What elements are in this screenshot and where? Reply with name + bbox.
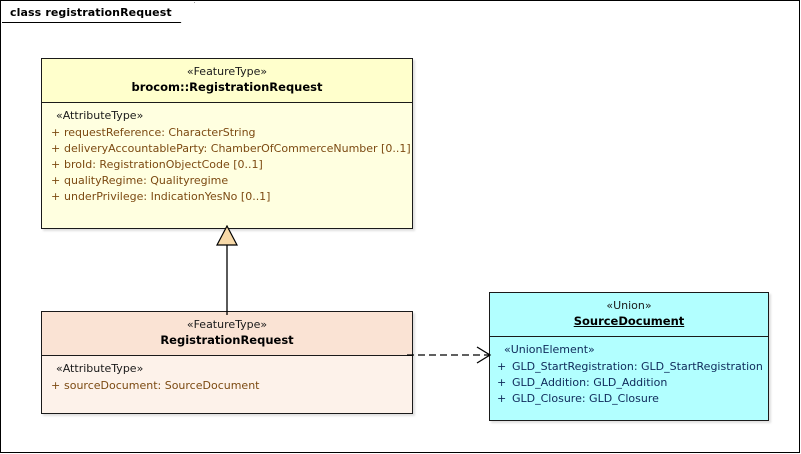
attribute-row: + requestReference: CharacterString: [42, 125, 412, 141]
attribute-visibility: +: [51, 142, 61, 156]
attribute-signature: GLD_StartRegistration: GLD_StartRegistra…: [512, 360, 763, 374]
attribute-row: + GLD_Addition: GLD_Addition: [490, 375, 768, 391]
class-stereotype: «FeatureType»: [186, 318, 268, 331]
generalization-connector[interactable]: [197, 225, 257, 315]
class-name: SourceDocument: [573, 313, 685, 328]
attribute-visibility: +: [497, 376, 507, 390]
attribute-signature: GLD_Addition: GLD_Addition: [512, 376, 668, 390]
attribute-row: + qualityRegime: Qualityregime: [42, 173, 412, 189]
class-header: «Union» SourceDocument: [490, 293, 768, 338]
attribute-signature: sourceDocument: SourceDocument: [64, 379, 260, 393]
class-stereotype: «Union»: [606, 299, 652, 312]
attribute-visibility: +: [51, 174, 61, 188]
class-box-sourcedocument[interactable]: «Union» SourceDocument «UnionElement» + …: [489, 292, 769, 421]
attribute-signature: broId: RegistrationObjectCode [0..1]: [64, 158, 263, 172]
attribute-signature: GLD_Closure: GLD_Closure: [512, 392, 659, 406]
attribute-signature: underPrivilege: IndicationYesNo [0..1]: [64, 190, 271, 204]
diagram-title-tab: class registrationRequest: [2, 2, 195, 23]
attribute-row: + GLD_Closure: GLD_Closure: [490, 391, 768, 407]
diagram-name-label: registrationRequest: [45, 5, 172, 19]
attribute-row: + broId: RegistrationObjectCode [0..1]: [42, 157, 412, 173]
dependency-connector[interactable]: [407, 345, 499, 365]
attribute-visibility: +: [497, 360, 507, 374]
attribute-section-stereotype: «UnionElement»: [504, 343, 595, 357]
attribute-signature: requestReference: CharacterString: [64, 126, 256, 140]
attribute-row: + deliveryAccountableParty: ChamberOfCom…: [42, 141, 412, 157]
class-attribute-compartment: «AttributeType» + requestReference: Char…: [42, 103, 412, 212]
attribute-section-stereotype: «AttributeType»: [56, 362, 144, 376]
attribute-visibility: +: [51, 126, 61, 140]
attribute-visibility: +: [51, 158, 61, 172]
class-attribute-compartment: «AttributeType» + sourceDocument: Source…: [42, 356, 412, 401]
attribute-row: + underPrivilege: IndicationYesNo [0..1]: [42, 189, 412, 205]
attribute-signature: qualityRegime: Qualityregime: [64, 174, 229, 188]
class-header: «FeatureType» RegistrationRequest: [42, 312, 412, 357]
class-header: «FeatureType» brocom::RegistrationReques…: [42, 59, 412, 104]
attribute-row: + sourceDocument: SourceDocument: [42, 378, 412, 394]
class-name: RegistrationRequest: [160, 332, 294, 347]
diagram-kind-label: class: [10, 5, 42, 19]
class-attribute-compartment: «UnionElement» + GLD_StartRegistration: …: [490, 337, 768, 414]
generalization-arrowhead-icon: [216, 225, 238, 246]
attribute-section-stereotype: «AttributeType»: [56, 109, 144, 123]
class-stereotype: «FeatureType»: [186, 65, 268, 78]
attribute-visibility: +: [497, 392, 507, 406]
dependency-arrowhead-icon: [476, 346, 492, 364]
attribute-visibility: +: [51, 190, 61, 204]
attribute-signature: deliveryAccountableParty: ChamberOfComme…: [64, 142, 411, 156]
class-name: brocom::RegistrationRequest: [131, 79, 323, 94]
class-box-brocom-registrationrequest[interactable]: «FeatureType» brocom::RegistrationReques…: [41, 58, 413, 229]
class-box-registrationrequest[interactable]: «FeatureType» RegistrationRequest «Attri…: [41, 311, 413, 414]
attribute-visibility: +: [51, 379, 61, 393]
attribute-row: + GLD_StartRegistration: GLD_StartRegist…: [490, 359, 768, 375]
